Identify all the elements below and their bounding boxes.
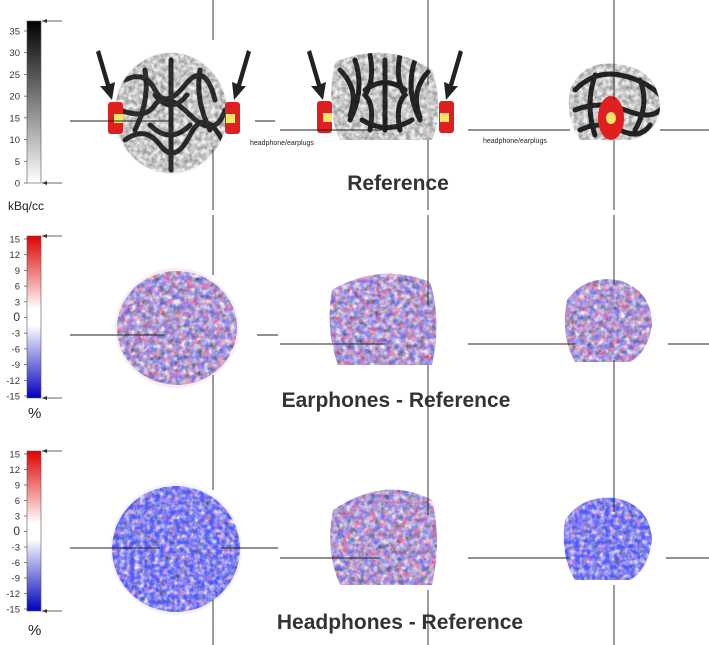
earphones-axial-slice bbox=[115, 268, 239, 388]
colorbar-tick-label: 12 bbox=[9, 250, 20, 261]
earphones-unit: % bbox=[28, 405, 42, 422]
row-title-reference: Reference bbox=[347, 172, 449, 195]
colorbar-tick-label: 9 bbox=[15, 481, 20, 492]
earphones-coronal-slice bbox=[329, 273, 437, 365]
colorbar-tick-label: -3 bbox=[12, 543, 20, 554]
colorbar-tick-label: 3 bbox=[15, 297, 20, 308]
row-title-earphones: Earphones - Reference bbox=[281, 389, 511, 412]
reference-colorbar: 35 30 25 20 15 10 5 0 bbox=[0, 12, 70, 192]
colorbar-tick-label: 9 bbox=[15, 266, 20, 277]
colorbar-tick-label: -15 bbox=[6, 605, 20, 616]
pet-image-grid bbox=[70, 0, 709, 645]
headphones-sagittal-slice bbox=[563, 497, 652, 580]
row-title-headphones: Headphones - Reference bbox=[276, 611, 524, 634]
reference-axial-slice bbox=[114, 52, 228, 174]
reference-coronal-slice bbox=[331, 52, 439, 140]
colorbar-tick-label: 3 bbox=[15, 512, 20, 523]
colorbar-tick-label: -6 bbox=[12, 558, 20, 569]
colorbar-tick-label: -12 bbox=[6, 376, 20, 387]
crosshair-lines-reference bbox=[70, 0, 709, 210]
colorbar-tick-label: 6 bbox=[15, 282, 20, 293]
colorbar-tick-label: 15 bbox=[9, 113, 20, 124]
colorbar-tick-label: -9 bbox=[12, 360, 20, 371]
colorbar-tick-label: 25 bbox=[9, 70, 20, 81]
colorbar-tick-label: 35 bbox=[9, 27, 20, 38]
colorbar-tick-label: 15 bbox=[9, 450, 20, 461]
headphones-coronal-slice bbox=[330, 489, 437, 585]
earplug-marker-right-axial bbox=[225, 102, 240, 134]
colorbar-tick-label: -3 bbox=[12, 329, 20, 340]
colorbar-tick-label: 0 bbox=[13, 524, 20, 538]
device-label-sagittal: headphone/earplugs bbox=[483, 138, 547, 145]
crosshair-lines-headphones bbox=[70, 430, 709, 645]
colorbar-tick-label: 5 bbox=[15, 157, 20, 168]
device-label-coronal: headphone/earplugs bbox=[250, 140, 314, 147]
colorbar-tick-label: 10 bbox=[9, 135, 20, 146]
colorbar-tick-label: 20 bbox=[9, 92, 20, 103]
headphones-unit: % bbox=[28, 622, 42, 639]
arrow-icon bbox=[96, 50, 463, 100]
earplug-marker-left-axial bbox=[108, 102, 123, 134]
headphones-axial-slice bbox=[110, 483, 242, 615]
colorbar-tick-label: 0 bbox=[13, 310, 20, 324]
colorbar-tick-label: -15 bbox=[6, 392, 20, 403]
crosshair-lines-earphones bbox=[70, 215, 709, 430]
earplug-marker-sagittal bbox=[598, 96, 624, 140]
colorbar-tick-label: 30 bbox=[9, 48, 20, 59]
colorbar-tick-label: 12 bbox=[9, 465, 20, 476]
colorbar-tick-label: 0 bbox=[15, 179, 20, 190]
earplug-marker-right-coronal bbox=[439, 101, 454, 133]
colorbar-tick-label: -6 bbox=[12, 344, 20, 355]
earphones-sagittal-slice bbox=[564, 279, 652, 362]
colorbar-tick-label: -9 bbox=[12, 574, 20, 585]
reference-unit: kBq/cc bbox=[8, 199, 45, 213]
colorbar-tick-label: 15 bbox=[9, 235, 20, 246]
colorbar-tick-label: -12 bbox=[6, 589, 20, 600]
colorbar-tick-label: 6 bbox=[15, 496, 20, 507]
earphones-colorbar: 15 12 9 6 3 0 -3 -6 -9 -12 -15 bbox=[0, 226, 70, 406]
earplug-marker-left-coronal bbox=[317, 101, 332, 133]
